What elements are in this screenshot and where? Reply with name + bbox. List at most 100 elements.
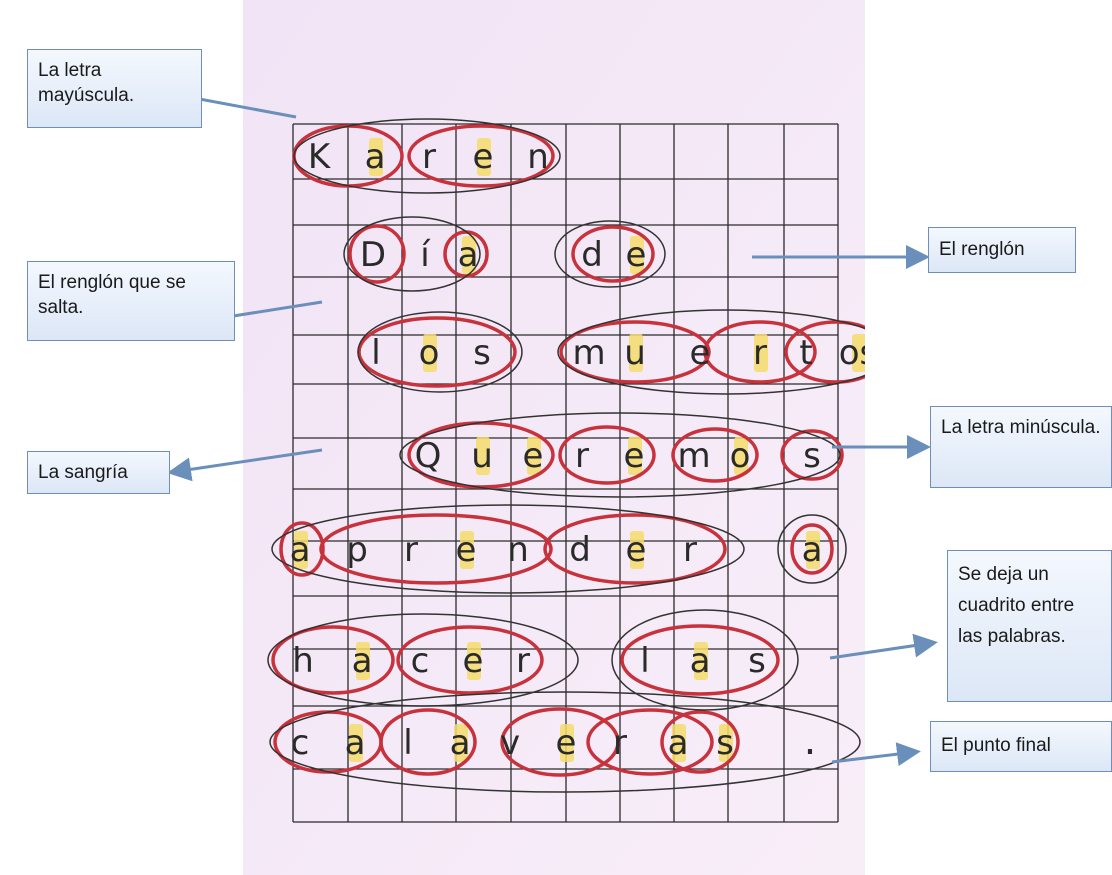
- highlight-mark: [476, 437, 490, 475]
- highlight-mark: [460, 531, 474, 569]
- handwritten-letter: l: [403, 723, 412, 763]
- highlight-mark: [462, 236, 476, 274]
- callout-lowercase-letter: La letra minúscula.: [930, 406, 1112, 488]
- highlight-mark: [629, 334, 643, 372]
- handwritten-letter: r: [683, 530, 697, 570]
- handwritten-letter: v: [500, 723, 520, 763]
- callout-skipped-line: El renglón que se salta.: [27, 261, 235, 341]
- red-circle: [543, 513, 727, 585]
- word-ellipse: [557, 309, 865, 395]
- handwritten-letter: n: [527, 137, 549, 177]
- highlight-mark: [527, 437, 541, 475]
- red-circle: [379, 708, 477, 776]
- handwritten-letter: c: [291, 723, 310, 763]
- handwritten-letter: .: [804, 718, 817, 764]
- handwriting-photo: KarenDíadelosmuertosQueremosaprenderahac…: [243, 0, 865, 875]
- red-circle: [271, 625, 395, 695]
- handwritten-letter: Q: [415, 436, 442, 476]
- red-circle: [348, 224, 406, 284]
- handwritten-letter: s: [473, 333, 491, 373]
- red-circle: [660, 710, 740, 774]
- word-ellipse: [611, 609, 799, 711]
- highlight-mark: [630, 531, 644, 569]
- highlight-mark: [719, 724, 733, 762]
- handwritten-letter: s: [803, 436, 821, 476]
- handwritten-letter: d: [581, 235, 603, 275]
- circle-marks: [267, 118, 865, 793]
- handwritten-letter: os: [839, 333, 865, 373]
- callout-final-period: El punto final: [930, 721, 1112, 772]
- highlight-mark: [467, 642, 481, 680]
- handwritten-letter: D: [360, 235, 386, 275]
- highlight-mark: [294, 531, 308, 569]
- word-ellipse: [399, 412, 841, 498]
- word-ellipse: [777, 514, 847, 584]
- handwritten-letter: s: [748, 641, 766, 681]
- highlight-mark: [628, 437, 642, 475]
- handwritten-letter: o: [419, 333, 440, 373]
- handwritten-letter: n: [507, 530, 529, 570]
- highlight-mark: [754, 334, 768, 372]
- handwritten-letter: h: [292, 641, 314, 681]
- word-ellipse: [357, 311, 523, 393]
- highlight-mark: [560, 724, 574, 762]
- highlight-mark: [806, 531, 820, 569]
- handwritten-letter: m: [677, 436, 710, 476]
- handwritten-letter: r: [613, 723, 627, 763]
- handwritten-letter: a: [690, 641, 711, 681]
- highlight-mark: [734, 437, 748, 475]
- highlight-mark: [454, 724, 468, 762]
- handwritten-letter: s: [716, 723, 734, 763]
- highlight-mark: [694, 642, 708, 680]
- red-circle: [319, 513, 553, 585]
- handwritten-letter: p: [346, 530, 368, 570]
- handwritten-letter: m: [572, 333, 605, 373]
- red-circle: [586, 708, 714, 776]
- red-circle: [357, 316, 517, 388]
- highlight-mark: [423, 334, 437, 372]
- word-ellipse: [269, 691, 861, 793]
- handwritten-letter: r: [404, 530, 418, 570]
- callout-indent: La sangría: [27, 451, 170, 494]
- handwritten-letter: e: [556, 723, 577, 763]
- handwritten-letter: o: [730, 436, 751, 476]
- handwritten-letter: t: [799, 333, 812, 373]
- highlight-mark: [477, 138, 491, 176]
- word-ellipse: [343, 216, 481, 292]
- red-circle: [571, 225, 655, 283]
- handwritten-letter: r: [422, 137, 436, 177]
- handwritten-letter: e: [456, 530, 477, 570]
- red-circle: [396, 625, 544, 695]
- callout-capital-letter: La letra mayúscula.: [27, 49, 202, 128]
- highlight-mark: [349, 724, 363, 762]
- handwritten-letter: e: [690, 333, 711, 373]
- yellow-highlights: [294, 138, 865, 762]
- handwritten-letter: u: [624, 333, 646, 373]
- red-circle: [703, 320, 817, 384]
- handwritten-letter: e: [473, 137, 494, 177]
- highlight-mark: [672, 724, 686, 762]
- red-circle: [780, 429, 844, 481]
- highlight-mark: [369, 138, 383, 176]
- handwritten-letters: KarenDíadelosmuertosQueremosaprenderahac…: [290, 137, 865, 764]
- word-ellipse: [267, 613, 579, 707]
- red-circle: [559, 320, 711, 384]
- red-circle: [790, 523, 834, 575]
- handwritten-letter: l: [371, 333, 380, 373]
- handwritten-letter: d: [569, 530, 591, 570]
- red-circle: [671, 427, 759, 483]
- handwritten-letter: a: [802, 530, 823, 570]
- handwritten-letter: a: [352, 641, 373, 681]
- red-circle: [279, 521, 325, 577]
- handwritten-letter: r: [516, 641, 530, 681]
- handwritten-letter: u: [471, 436, 493, 476]
- handwritten-letter: e: [624, 436, 645, 476]
- callout-line: El renglón: [928, 227, 1076, 273]
- word-ellipse: [554, 220, 666, 288]
- red-circle: [620, 624, 780, 696]
- handwritten-letter: a: [668, 723, 689, 763]
- highlight-mark: [356, 642, 370, 680]
- highlight-mark: [630, 236, 644, 274]
- handwritten-letter: e: [626, 530, 647, 570]
- red-circle: [558, 425, 656, 485]
